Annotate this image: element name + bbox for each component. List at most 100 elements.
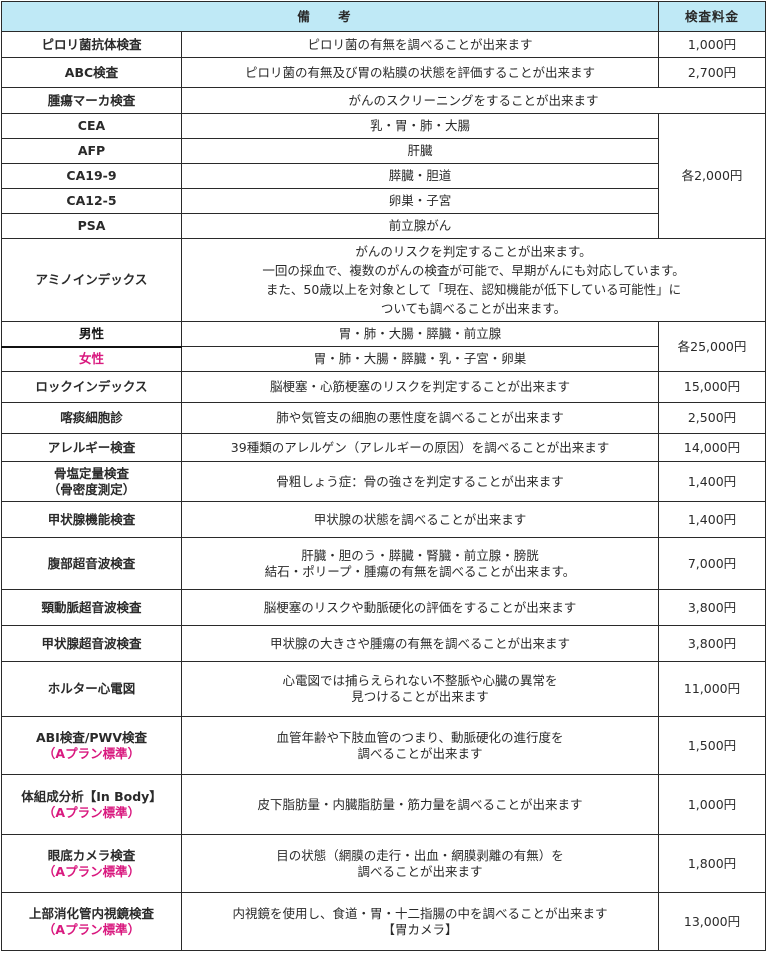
exam-name: 腹部超音波検査 [1,537,182,590]
table-row: ABI検査/PWV検査 （Aプラン標準） 血管年齢や下肢血管のつまり、動脈硬化の… [1,716,766,775]
table-row: ロックインデックス 脳梗塞・心筋梗塞のリスクを判定することが出来ます 15,00… [1,371,766,403]
name-line: ABI検査/PWV検査 [35,729,148,745]
table-row: 骨塩定量検査 （骨密度測定） 骨粗しょう症：骨の強さを判定することが出来ます 1… [1,461,766,502]
exam-note: がんのスクリーニングをすることが出来ます [180,87,766,114]
exam-name: ABC検査 [1,57,182,88]
table-row: アミノインデックス がんのリスクを判定することが出来ます。 一回の採血で、複数の… [1,238,766,322]
exam-price: 1,400円 [658,461,766,502]
note-line: 心電図では捕らえられない不整脈や心臓の異常を [282,673,558,688]
exam-note: 肝臓 [180,138,660,164]
exam-note: 前立腺がん [180,213,660,239]
exam-note: 胃・肺・大腸・膵臓・乳・子宮・卵巣 [180,346,660,372]
exam-note: ピロリ菌の有無を調べることが出来ます [180,31,660,58]
name-line: 体組成分析【In Body】 [21,788,162,804]
table-row: 腫瘍マーカ検査 がんのスクリーニングをすることが出来ます [1,87,766,114]
exam-name: 男性 [1,321,182,348]
note-line: 結石・ポリープ・腫瘍の有無を調べることが出来ます。 [264,563,576,579]
exam-note: 卵巣・子宮 [180,188,660,214]
exam-price: 11,000円 [658,661,766,717]
exam-name: 甲状腺機能検査 [1,501,182,538]
exam-price: 1,400円 [658,501,766,538]
note-line: がんのリスクを判定することが出来ます。 [355,244,592,259]
exam-name: アレルギー検査 [1,433,182,462]
exam-name: 体組成分析【In Body】 （Aプラン標準） [1,774,182,835]
exam-name: 上部消化管内視鏡検査 （Aプラン標準） [1,892,182,951]
exam-price: 1,000円 [658,31,766,58]
note-line: 調べることが出来ます [357,745,483,761]
exam-price: 13,000円 [658,892,766,951]
plan-label: （Aプラン標準） [42,745,141,761]
table-row: CEA 乳・胃・肺・大腸 各2,000円 [1,113,766,239]
note-line: 内視鏡を使用し、食道・胃・十二指腸の中を調べることが出来ます [232,905,608,921]
exam-price: 2,500円 [658,402,766,434]
exam-note: 心電図では捕らえられない不整脈や心臓の異常を 見つけることが出来ます [180,661,660,717]
table-row: AFP 肝臓 [1,138,766,164]
note-line: ついても調べることが出来ます。 [380,301,567,316]
exam-note: 脳梗塞・心筋梗塞のリスクを判定することが出来ます [180,371,660,403]
exam-price: 1,500円 [658,716,766,775]
note-line: 目の状態（網膜の走行・出血・網膜剥離の有無）を [276,847,564,863]
note-line: 【胃カメラ】 [382,921,458,937]
note-line: 血管年齢や下肢血管のつまり、動脈硬化の進行度を [276,729,564,745]
exam-note: 骨粗しょう症：骨の強さを判定することが出来ます [180,461,660,502]
table-row: 体組成分析【In Body】 （Aプラン標準） 皮下脂肪量・内臓脂肪量・筋力量を… [1,774,766,835]
exam-price: 3,800円 [658,589,766,626]
exam-price: 15,000円 [658,371,766,403]
exam-note: 膵臓・胆道 [180,163,660,189]
amino-index-price: 各25,000円 [658,321,766,372]
exam-note: 胃・肺・大腸・膵臓・前立腺 [180,321,660,347]
exam-name: ロックインデックス [1,371,182,403]
table-row: PSA 前立腺がん [1,213,766,239]
name-line: 骨塩定量検査 [53,465,129,481]
table-row: 甲状腺超音波検査 甲状腺の大きさや腫瘍の有無を調べることが出来ます 3,800円 [1,625,766,662]
exam-note: 肝臓・胆のう・膵臓・腎臓・前立腺・膀胱 結石・ポリープ・腫瘍の有無を調べることが… [180,537,660,590]
exam-name: 甲状腺超音波検査 [1,625,182,662]
table-row: ABC検査 ピロリ菌の有無及び胃の粘膜の状態を評価することが出来ます 2,700… [1,57,766,88]
note-line: 見つけることが出来ます [351,689,489,704]
note-line: 調べることが出来ます [357,863,483,879]
exam-name: 頸動脈超音波検査 [1,589,182,626]
header-note: 備 考 [0,1,660,32]
exam-name: 骨塩定量検査 （骨密度測定） [1,461,182,502]
table-row: CA12-5 卵巣・子宮 [1,188,766,214]
exam-note: 血管年齢や下肢血管のつまり、動脈硬化の進行度を 調べることが出来ます [180,716,660,775]
table-row: アレルギー検査 39種類のアレルゲン（アレルギーの原因）を調べることが出来ます … [1,433,766,462]
table-row: 男性 胃・肺・大腸・膵臓・前立腺 各25,000円 [1,321,766,372]
exam-name: CA12-5 [1,188,182,214]
exam-price: 14,000円 [658,433,766,462]
table-header-row: 備 考 検査料金 [0,1,766,32]
table-row: 腹部超音波検査 肝臓・胆のう・膵臓・腎臓・前立腺・膀胱 結石・ポリープ・腫瘍の有… [1,537,766,590]
exam-note: 脳梗塞のリスクや動脈硬化の評価をすることが出来ます [180,589,660,626]
table-row: ホルター心電図 心電図では捕らえられない不整脈や心臓の異常を 見つけることが出来… [1,661,766,717]
table-row: 喀痰細胞診 肺や気管支の細胞の悪性度を調べることが出来ます 2,500円 [1,402,766,434]
plan-label: （Aプラン標準） [42,921,141,937]
exam-note: 39種類のアレルゲン（アレルギーの原因）を調べることが出来ます [180,433,660,462]
table-row: CA19-9 膵臓・胆道 [1,163,766,189]
exam-name: ピロリ菌抗体検査 [1,31,182,58]
exam-price: 2,700円 [658,57,766,88]
exam-note: 内視鏡を使用し、食道・胃・十二指腸の中を調べることが出来ます 【胃カメラ】 [180,892,660,951]
exam-price: 3,800円 [658,625,766,662]
exam-name: AFP [1,138,182,164]
name-line: 上部消化管内視鏡検査 [28,905,154,921]
exam-name: 腫瘍マーカ検査 [1,87,182,114]
exam-name: PSA [1,213,182,239]
exam-name: ホルター心電図 [1,661,182,717]
table-row: 女性 胃・肺・大腸・膵臓・乳・子宮・卵巣 [1,346,766,372]
note-line: また、50歳以上を対象として「現在、認知機能が低下している可能性」に [265,282,682,297]
exam-note: 甲状腺の大きさや腫瘍の有無を調べることが出来ます [180,625,660,662]
note-line: 一回の採血で、複数のがんの検査が可能で、早期がんにも対応しています。 [262,263,685,278]
exam-name: CA19-9 [1,163,182,189]
exam-note: 甲状腺の状態を調べることが出来ます [180,501,660,538]
header-price: 検査料金 [658,1,766,32]
exam-name: アミノインデックス [1,238,182,322]
table-row: 上部消化管内視鏡検査 （Aプラン標準） 内視鏡を使用し、食道・胃・十二指腸の中を… [1,892,766,951]
exam-price: 1,000円 [658,774,766,835]
tumor-marker-price: 各2,000円 [658,113,766,239]
exam-name: CEA [1,113,182,139]
exam-name: 女性 [1,346,182,372]
exam-name: ABI検査/PWV検査 （Aプラン標準） [1,716,182,775]
exam-note: ピロリ菌の有無及び胃の粘膜の状態を評価することが出来ます [180,57,660,88]
exam-price: 1,800円 [658,834,766,893]
